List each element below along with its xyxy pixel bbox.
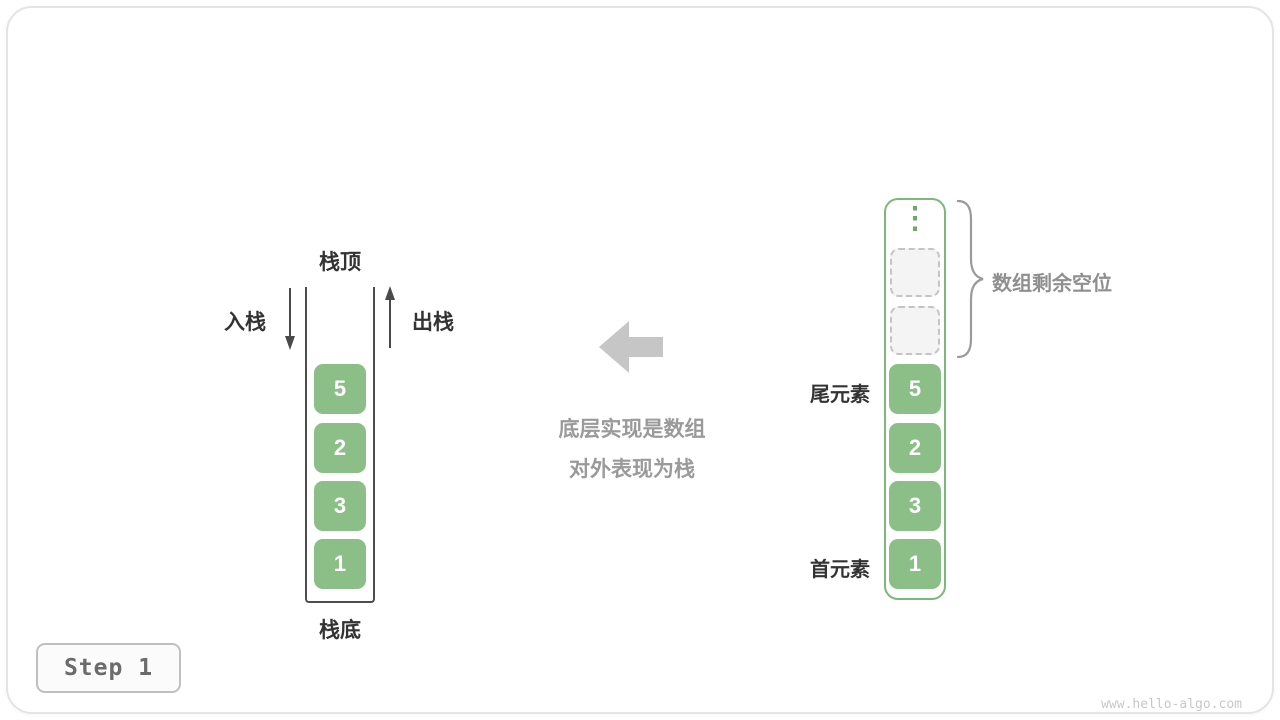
array-cell: 2 [889,423,941,473]
caption-line-2: 对外表现为栈 [569,458,695,481]
big-left-arrow-icon [599,321,663,373]
stack-cell: 3 [314,481,366,531]
stack-cell: 5 [314,364,366,414]
array-cell: 5 [889,364,941,414]
step-label: Step 1 [63,655,154,681]
array-cell: 1 [889,539,941,589]
array-cell: 3 [889,481,941,531]
push-down-arrow-icon [285,288,295,350]
caption-line-1: 底层实现是数组 [558,418,706,441]
free-space-label: 数组剩余空位 [992,273,1112,295]
array-ellipsis: ⋮ [884,204,946,234]
middle-caption: 底层实现是数组 对外表现为栈 [472,410,792,490]
diagram-card [6,6,1274,714]
vertical-ellipsis-icon: ⋮ [900,202,930,235]
array-empty-slot [890,306,940,355]
stack-top-label: 栈顶 [319,251,361,274]
step-indicator: Step 1 [36,643,181,693]
push-label: 入栈 [224,311,266,334]
watermark: www.hello-algo.com [1101,697,1242,712]
pop-label: 出栈 [412,311,454,334]
head-element-label: 首元素 [810,559,870,581]
curly-brace-icon [956,199,984,359]
stack-cell: 2 [314,423,366,473]
stack-cell: 1 [314,539,366,589]
stack-bottom-label: 栈底 [319,619,361,642]
array-empty-slot [890,248,940,297]
tail-element-label: 尾元素 [810,384,870,406]
pop-up-arrow-icon [385,286,395,348]
